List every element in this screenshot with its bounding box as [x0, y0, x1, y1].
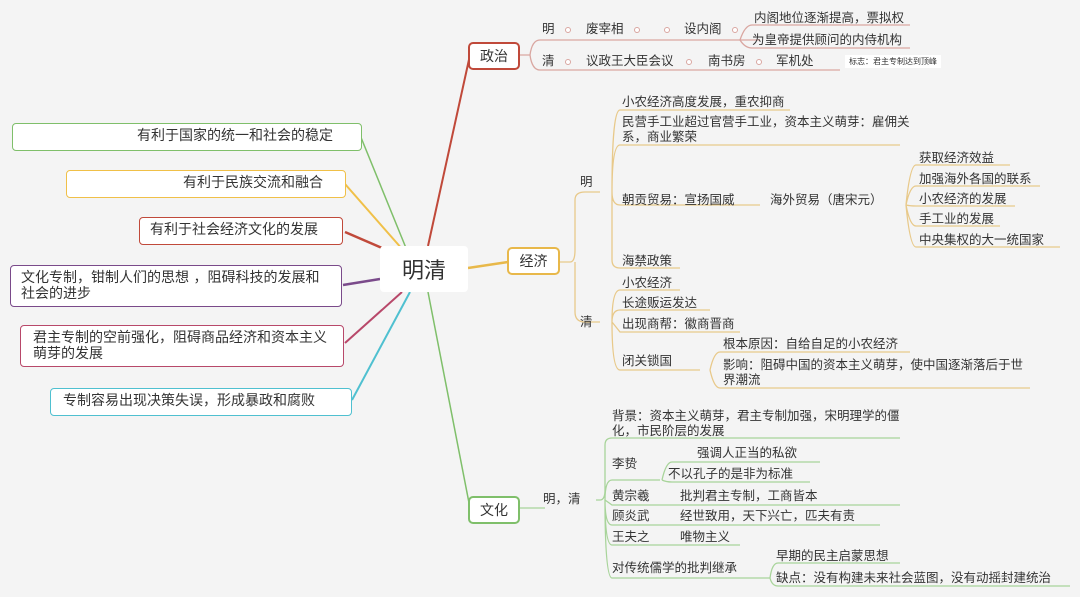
left-node-label: 专制容易出现决策失误，形成暴政和腐败 [63, 393, 315, 409]
collapse-dot-icon[interactable] [756, 59, 762, 65]
culture-inherit-point[interactable]: 早期的民主启蒙思想 [776, 548, 889, 563]
culture-period[interactable]: 明，清 [543, 491, 581, 506]
branch-label: 文化 [480, 503, 508, 519]
economy-qing-closed-item[interactable]: 影响：阻碍中国的资本主义萌芽，使中国逐渐落后于世界潮流 [723, 357, 1024, 387]
branch-politics[interactable]: 政治 [468, 42, 520, 70]
economy-ming-effect[interactable]: 中央集权的大一统国家 [919, 232, 1045, 247]
politics-ming-result[interactable]: 内阁地位逐渐提高，票拟权 [754, 10, 905, 25]
politics-ming-cabinet[interactable]: 设内阁 [684, 21, 722, 36]
culture-thinker-point[interactable]: 批判君主专制，工商皆本 [680, 488, 818, 503]
left-node-label: 有利于国家的统一和社会的稳定 [137, 128, 333, 144]
economy-ming-ban[interactable]: 海禁政策 [622, 253, 673, 268]
culture-thinker-name[interactable]: 黄宗羲 [612, 488, 650, 503]
politics-qing-note: 标志：君主专制达到顶峰 [845, 55, 941, 68]
culture-li-zhi-point[interactable]: 不以孔子的是非为标准 [668, 466, 794, 481]
collapse-dot-icon[interactable] [664, 27, 670, 33]
left-node-label: 君主专制的空前强化，阻碍商品经济和资本主义萌芽的发展 [33, 330, 327, 362]
culture-background[interactable]: 背景：资本主义萌芽，君主专制加强，宋明理学的僵化，市民阶层的发展 [612, 408, 900, 438]
collapse-dot-icon[interactable] [732, 27, 738, 33]
economy-qing-item[interactable]: 长途贩运发达 [622, 295, 698, 310]
economy-ming-effect[interactable]: 手工业的发展 [919, 211, 995, 226]
culture-thinker-name[interactable]: 顾炎武 [612, 508, 650, 523]
economy-qing-item[interactable]: 小农经济 [622, 275, 673, 290]
culture-inherit-point[interactable]: 缺点：没有构建未来社会蓝图，没有动摇封建统治 [776, 570, 1052, 585]
collapse-dot-icon[interactable] [634, 27, 640, 33]
left-node-corruption[interactable]: 专制容易出现决策失误，形成暴政和腐败 [50, 388, 352, 416]
politics-qing-item[interactable]: 南书房 [708, 53, 746, 68]
left-node-ethnic[interactable]: 有利于民族交流和融合 [66, 170, 346, 198]
politics-ming-result[interactable]: 为皇帝提供顾问的内侍机构 [752, 32, 903, 47]
collapse-dot-icon[interactable] [686, 59, 692, 65]
politics-qing-item[interactable]: 议政王大臣会议 [586, 53, 674, 68]
left-node-monarchy[interactable]: 君主专制的空前强化，阻碍商品经济和资本主义萌芽的发展 [20, 325, 344, 367]
culture-thinker-point[interactable]: 唯物主义 [680, 529, 731, 544]
branch-label: 政治 [480, 49, 508, 65]
economy-ming-tribute[interactable]: 朝贡贸易：宣扬国威 [622, 192, 735, 207]
economy-qing-closed[interactable]: 闭关锁国 [622, 353, 673, 368]
economy-ming-effect[interactable]: 加强海外各国的联系 [919, 171, 1032, 186]
branch-economy[interactable]: 经济 [507, 247, 560, 275]
culture-thinker-point[interactable]: 经世致用，天下兴亡，匹夫有责 [680, 508, 856, 523]
culture-li-zhi-point[interactable]: 强调人正当的私欲 [697, 445, 798, 460]
collapse-dot-icon[interactable] [565, 27, 571, 33]
economy-qing-item[interactable]: 出现商帮：徽商晋商 [622, 316, 735, 331]
economy-ming-effect[interactable]: 小农经济的发展 [919, 191, 1007, 206]
culture-li-zhi[interactable]: 李贽 [612, 456, 638, 471]
economy-ming-effect[interactable]: 获取经济效益 [919, 150, 995, 165]
culture-thinker-name[interactable]: 王夫之 [612, 529, 650, 544]
politics-qing[interactable]: 清 [542, 53, 555, 68]
economy-ming-item[interactable]: 小农经济高度发展，重农抑商 [622, 94, 785, 109]
left-node-cultural-autocracy[interactable]: 文化专制，钳制人们的思想 ，阻碍科技的发展和社会的进步 [10, 265, 342, 307]
politics-ming[interactable]: 明 [542, 21, 555, 36]
economy-ming-overseas[interactable]: 海外贸易（唐宋元） [770, 192, 883, 207]
economy-qing[interactable]: 清 [580, 314, 593, 329]
economy-ming-item[interactable]: 民营手工业超过官营手工业，资本主义萌芽：雇佣关系，商业繁荣 [622, 114, 910, 144]
collapse-dot-icon[interactable] [565, 59, 571, 65]
politics-ming-abolish-chancellor[interactable]: 废宰相 [586, 21, 624, 36]
left-node-development[interactable]: 有利于社会经济文化的发展 [139, 217, 343, 245]
branch-label: 经济 [519, 254, 548, 270]
left-node-label: 有利于民族交流和融合 [183, 175, 323, 191]
economy-qing-closed-item[interactable]: 根本原因：自给自足的小农经济 [723, 336, 899, 351]
branch-culture[interactable]: 文化 [468, 496, 520, 524]
left-node-label: 文化专制，钳制人们的思想 ，阻碍科技的发展和社会的进步 [21, 270, 320, 302]
left-node-label: 有利于社会经济文化的发展 [150, 222, 318, 238]
left-node-unity[interactable]: 有利于国家的统一和社会的稳定 [12, 123, 362, 151]
culture-inherit[interactable]: 对传统儒学的批判继承 [612, 560, 738, 575]
economy-ming[interactable]: 明 [580, 174, 593, 189]
politics-qing-item[interactable]: 军机处 [776, 53, 814, 68]
central-topic[interactable]: 明清 [380, 246, 468, 292]
